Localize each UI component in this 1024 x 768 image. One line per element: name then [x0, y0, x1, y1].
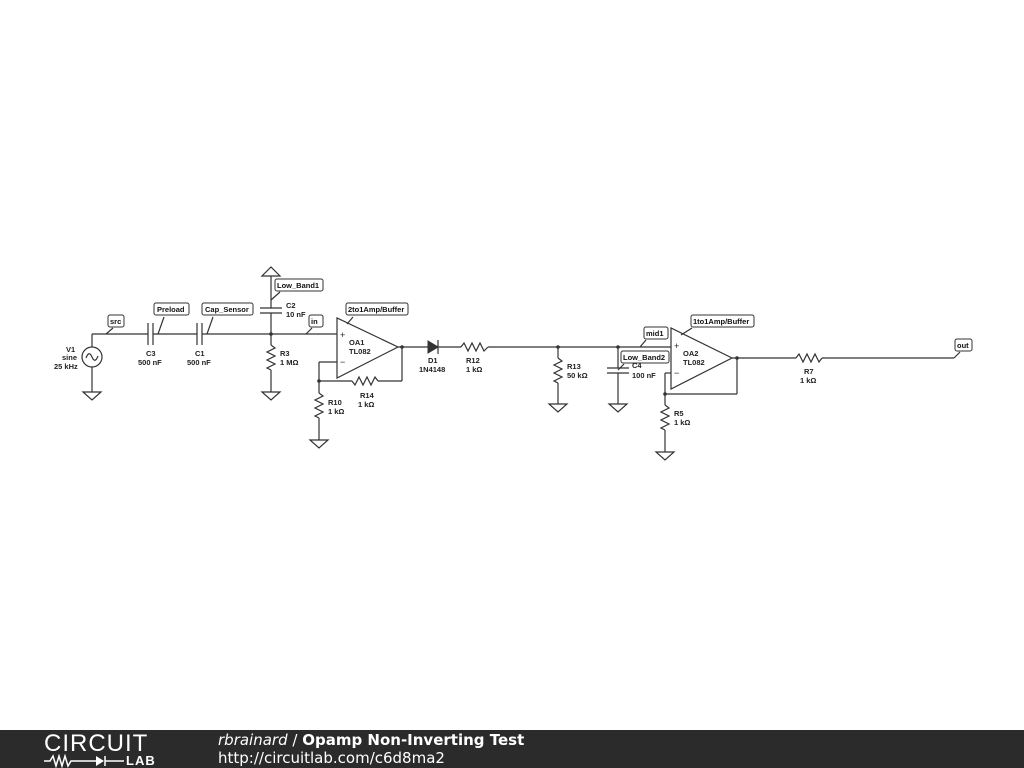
- c3-value: 500 nF: [138, 358, 162, 367]
- logo-text-lab: LAB: [126, 753, 156, 768]
- svg-text:out: out: [957, 341, 969, 350]
- oa2-plus: +: [674, 341, 679, 351]
- c1-value: 500 nF: [187, 358, 211, 367]
- c1-name: C1: [195, 349, 205, 358]
- svg-text:src: src: [110, 317, 121, 326]
- ground-icon: [547, 403, 569, 413]
- c4-name: C4: [632, 361, 642, 370]
- c3-name: C3: [146, 349, 156, 358]
- oa1-plus: +: [340, 330, 345, 340]
- svg-text:Preload: Preload: [157, 305, 185, 314]
- net-tag-amp1: 2to1Amp/Buffer: [345, 302, 409, 325]
- v1-type: sine: [62, 353, 77, 362]
- r12-name: R12: [466, 356, 480, 365]
- resistor-r7: [795, 352, 954, 364]
- oa2-minus: −: [674, 368, 679, 378]
- opamp-oa2: [654, 327, 796, 461]
- r13-value: 50 kΩ: [567, 371, 588, 380]
- ground-icon: [260, 391, 282, 401]
- oa2-part: TL082: [683, 358, 705, 367]
- footer-bar: CIRCUIT LAB rbrainard / Opamp Non-Invert…: [0, 730, 1024, 768]
- net-tag-out: out: [953, 338, 973, 359]
- net-tag-preload: Preload: [153, 302, 190, 335]
- d1-name: D1: [428, 356, 438, 365]
- circuit-schematic: V1 sine 25 kHz src C3 500 nF Preload C1 …: [54, 266, 973, 461]
- svg-text:1to1Amp/Buffer: 1to1Amp/Buffer: [693, 317, 749, 326]
- svg-text:mid1: mid1: [646, 329, 664, 338]
- v1-source: [81, 334, 103, 401]
- circuit-title-line: rbrainard / Opamp Non-Inverting Test: [218, 731, 524, 749]
- net-tag-src: src: [105, 314, 125, 335]
- r5-value: 1 kΩ: [674, 418, 690, 427]
- supply-arrow-icon: [260, 266, 282, 277]
- net-tag-in: in: [305, 314, 324, 335]
- capacitor-c3: [147, 323, 154, 345]
- r14-name: R14: [360, 391, 375, 400]
- ground-icon: [308, 439, 330, 449]
- net-tag-amp2: 1to1Amp/Buffer: [680, 314, 755, 336]
- oa2-name: OA2: [683, 349, 698, 358]
- svg-text:Low_Band1: Low_Band1: [277, 281, 319, 290]
- ground-icon: [81, 391, 103, 401]
- r14-value: 1 kΩ: [358, 400, 374, 409]
- r3-name: R3: [280, 349, 290, 358]
- d1-part: 1N4148: [419, 365, 445, 374]
- r3-value: 1 MΩ: [280, 358, 299, 367]
- resistor-r3: [260, 332, 282, 401]
- c2-value: 10 nF: [286, 310, 306, 319]
- oa1-minus: −: [340, 357, 345, 367]
- oa1-name: OA1: [349, 338, 364, 347]
- r12-value: 1 kΩ: [466, 365, 482, 374]
- ground-icon: [654, 451, 676, 461]
- title-separator: /: [287, 731, 303, 749]
- oa1-part: TL082: [349, 347, 371, 356]
- svg-text:Low_Band2: Low_Band2: [623, 353, 665, 362]
- net-tag-cap-sensor: Cap_Sensor: [201, 302, 254, 335]
- ground-icon: [607, 403, 629, 413]
- resistor-r12: [460, 341, 671, 353]
- logo-text-circuit: CIRCUIT: [44, 730, 149, 757]
- r5-name: R5: [674, 409, 684, 418]
- svg-text:in: in: [311, 317, 318, 326]
- net-tag-low-band1: Low_Band1: [270, 278, 324, 301]
- circuit-url[interactable]: http://circuitlab.com/c6d8ma2: [218, 749, 445, 767]
- svg-text:Cap_Sensor: Cap_Sensor: [205, 305, 249, 314]
- circuitlab-logo[interactable]: CIRCUIT LAB: [44, 730, 176, 768]
- net-tag-low-band2: Low_Band2: [617, 350, 670, 371]
- v1-name: V1: [66, 345, 75, 354]
- circuit-title[interactable]: Opamp Non-Inverting Test: [302, 731, 525, 749]
- r10-value: 1 kΩ: [328, 407, 344, 416]
- r7-name: R7: [804, 367, 814, 376]
- resistor-r13: [547, 345, 569, 413]
- c4-value: 100 nF: [632, 371, 656, 380]
- capacitor-c1: [196, 323, 203, 345]
- c2-name: C2: [286, 301, 296, 310]
- r13-name: R13: [567, 362, 581, 371]
- r10-name: R10: [328, 398, 342, 407]
- v1-frequency: 25 kHz: [54, 362, 78, 371]
- net-tag-mid1: mid1: [639, 326, 669, 348]
- svg-text:2to1Amp/Buffer: 2to1Amp/Buffer: [348, 305, 404, 314]
- opamp-oa1: [308, 317, 428, 449]
- capacitor-c4: [607, 345, 629, 413]
- r7-value: 1 kΩ: [800, 376, 816, 385]
- capacitor-c2: [260, 266, 282, 334]
- author-link[interactable]: rbrainard: [218, 731, 288, 749]
- diode-d1: [427, 340, 461, 354]
- waveform-diode-icon: [44, 754, 124, 768]
